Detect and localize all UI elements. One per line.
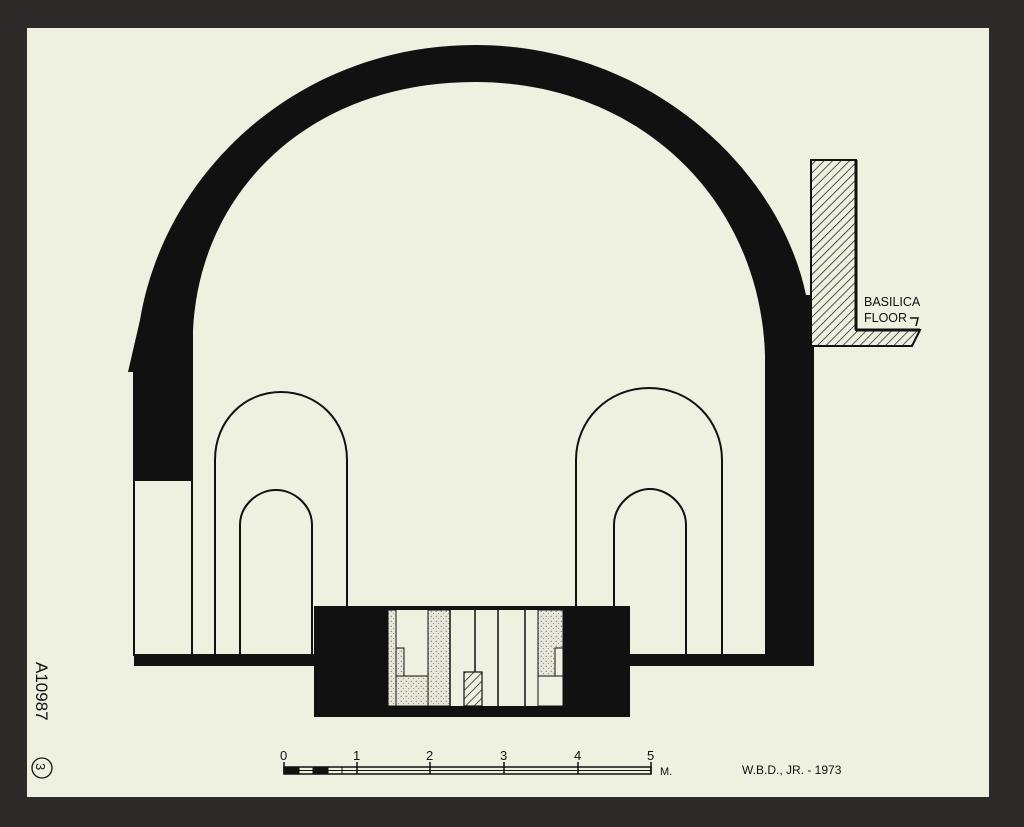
floor-arrow-icon: [910, 317, 919, 327]
drawing-credit: W.B.D., JR. - 1973: [742, 763, 842, 777]
scale-bar: [283, 762, 652, 775]
scale-unit: M.: [660, 766, 672, 778]
base-block-right: [563, 606, 630, 717]
base-block-left: [314, 606, 388, 717]
scale-tick-1: 1: [353, 748, 360, 763]
scale-tick-3: 3: [500, 748, 507, 763]
floor-right: [630, 654, 814, 666]
archive-number-text: A10987: [32, 662, 51, 721]
central-compartment: [387, 609, 564, 707]
right-niche-outer: [575, 386, 723, 655]
scale-tick-0: 0: [280, 748, 287, 763]
scale-tick-4: 4: [574, 748, 581, 763]
scale-tick-5: 5: [647, 748, 654, 763]
base-block-top: [314, 606, 630, 610]
basilica-label-line2: FLOOR: [864, 311, 907, 325]
archive-number-circled: 3: [33, 763, 48, 770]
base-block-bottom: [314, 706, 630, 717]
floor-left: [134, 654, 314, 666]
hatched-post: [463, 671, 483, 707]
left-niche-inner: [239, 488, 313, 655]
archive-number: A10987 3: [31, 662, 53, 779]
scale-tick-2: 2: [426, 748, 433, 763]
left-niche-outer: [214, 390, 348, 655]
basilica-label-line1: BASILICA: [864, 295, 921, 309]
right-niche-inner: [613, 487, 687, 655]
